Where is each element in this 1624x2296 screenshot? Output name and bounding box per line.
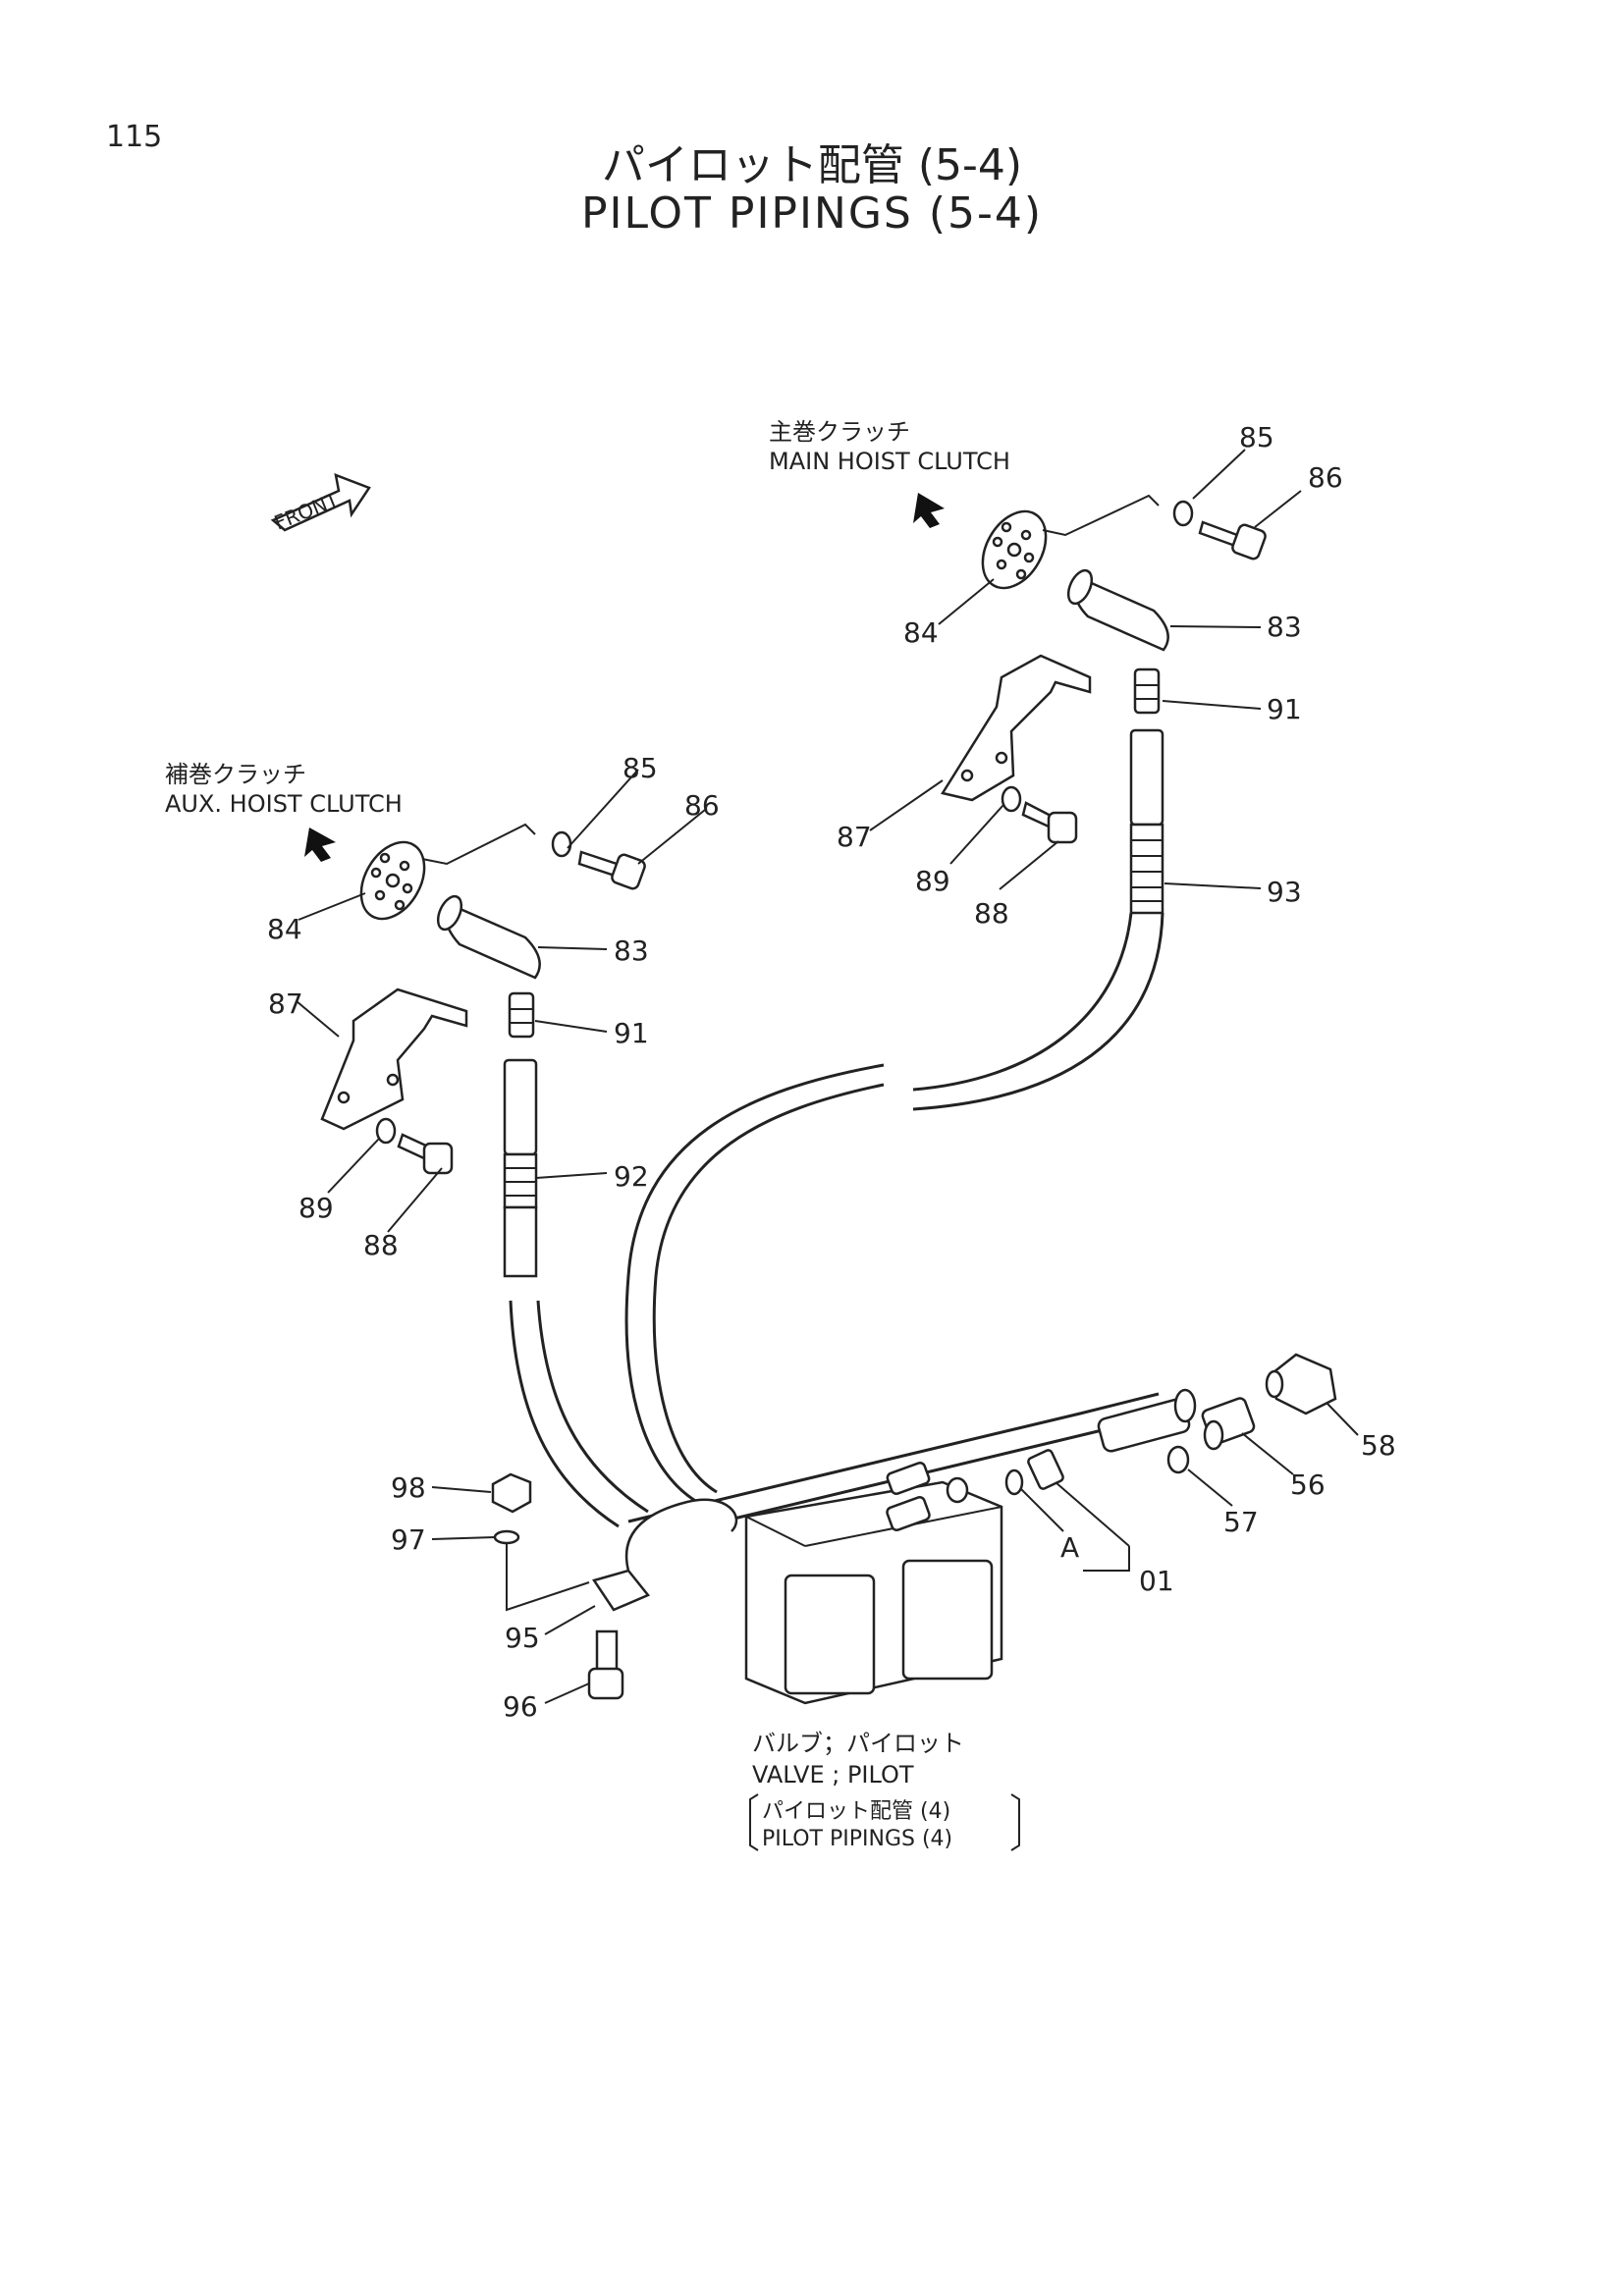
- callout-93: 93: [1267, 876, 1302, 908]
- part-83-cylinder-aux: [436, 894, 541, 980]
- valve-label-jp: バルブ；パイロット: [752, 1730, 964, 1757]
- callout-85-aux: 85: [623, 752, 658, 784]
- part-91-fitting-aux: [508, 991, 535, 1039]
- part-85-snap-ring-aux: [551, 830, 572, 858]
- callout-91-aux: 91: [614, 1017, 649, 1049]
- callout-89-aux: 89: [298, 1192, 334, 1224]
- callout-92: 92: [614, 1160, 649, 1193]
- part-87-bracket-aux: [320, 988, 468, 1131]
- part-96-bolt: [587, 1629, 624, 1700]
- part-83-cylinder-main: [1066, 568, 1169, 652]
- callout-57: 57: [1223, 1506, 1259, 1538]
- part-95-clamp: [592, 1498, 738, 1612]
- callout-95: 95: [505, 1622, 540, 1654]
- part-88-bolt-aux: [397, 1133, 454, 1175]
- part-84-plate-aux: [359, 840, 426, 921]
- callout-87-aux: 87: [268, 988, 303, 1020]
- valve-ref-jp: パイロット配管 (4): [762, 1799, 950, 1824]
- front-label: FRONT: [271, 487, 343, 534]
- part-93-hose-main: [1129, 728, 1164, 915]
- page-title-japanese: パイロット配管 (5-4): [601, 140, 1023, 190]
- callout-01: 01: [1139, 1565, 1174, 1597]
- part-91-fitting-main: [1133, 667, 1161, 715]
- callout-83-main: 83: [1267, 611, 1302, 643]
- main-hoist-label-jp: 主巻クラッチ: [769, 418, 910, 446]
- valve-ref-en: PILOT PIPINGS (4): [762, 1827, 952, 1851]
- hose-end-fitting: [1097, 1388, 1197, 1453]
- aux-hoist-direction-arrow-icon: [304, 828, 336, 862]
- callout-84-aux: 84: [267, 913, 302, 945]
- main-hoist-direction-arrow-icon: [913, 493, 945, 528]
- part-98-nut: [491, 1472, 532, 1514]
- part-57-o-ring: [1166, 1445, 1190, 1474]
- callout-58: 58: [1361, 1429, 1396, 1462]
- aux-hoist-label-jp: 補巻クラッチ: [165, 761, 306, 788]
- part-87-bracket-main: [941, 654, 1092, 802]
- callout-87-main: 87: [837, 821, 872, 853]
- page-title-english: PILOT PIPINGS (5-4): [580, 188, 1044, 239]
- callout-91-main: 91: [1267, 693, 1302, 725]
- part-86-bolt-main: [1198, 520, 1267, 561]
- aux-hoist-label-en: AUX. HOIST CLUTCH: [165, 790, 403, 818]
- part-a-fitting: [946, 1449, 1064, 1504]
- main-hoist-label-en: MAIN HOIST CLUTCH: [769, 448, 1010, 475]
- part-85-snap-ring-main: [1172, 500, 1194, 527]
- valve-pilot-body: [744, 1480, 1003, 1705]
- callout-98: 98: [391, 1471, 426, 1504]
- callout-96: 96: [503, 1690, 538, 1723]
- callout-85-main: 85: [1239, 421, 1274, 454]
- front-arrow-icon: FRONT: [270, 473, 371, 535]
- callout-97: 97: [391, 1523, 426, 1556]
- callout-88-main: 88: [974, 897, 1009, 930]
- part-86-bolt-aux: [577, 850, 646, 890]
- callout-84-main: 84: [903, 616, 939, 649]
- valve-label-en: VALVE ; PILOT: [752, 1761, 914, 1789]
- page-number: 115: [106, 120, 163, 154]
- part-58-elbow: [1265, 1353, 1337, 1415]
- part-97-washer: [493, 1529, 520, 1545]
- part-84-plate-main: [981, 509, 1048, 590]
- pipe-joint-valve: [886, 1461, 931, 1531]
- part-88-bolt-main: [1021, 801, 1078, 844]
- part-92-hose-aux: [503, 1058, 538, 1278]
- part-56-adapter: [1201, 1397, 1256, 1451]
- callout-56: 56: [1290, 1468, 1326, 1501]
- callout-86-main: 86: [1308, 461, 1343, 494]
- part-89-washer-aux: [375, 1117, 397, 1145]
- callout-89-main: 89: [915, 865, 950, 897]
- callout-86-aux: 86: [684, 789, 720, 822]
- callout-83-aux: 83: [614, 934, 649, 967]
- callout-a: A: [1060, 1531, 1079, 1564]
- callout-88-aux: 88: [363, 1229, 399, 1261]
- part-89-washer-main: [1001, 785, 1022, 813]
